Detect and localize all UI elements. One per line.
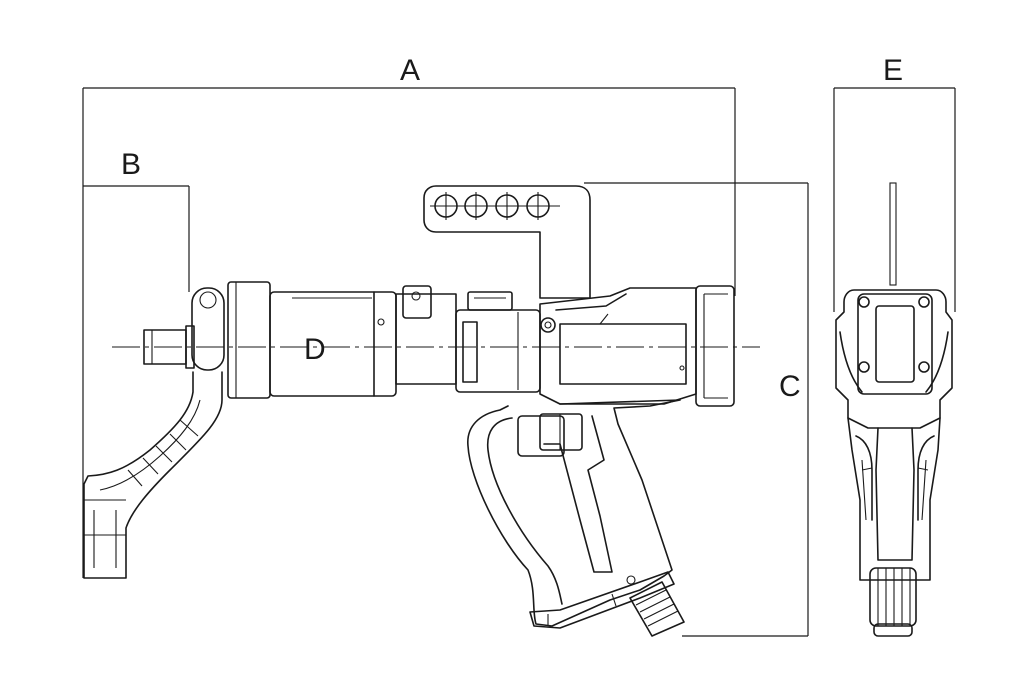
- square-drive: [143, 325, 195, 369]
- dimension-label-c: C: [779, 370, 801, 403]
- dimension-label-e: E: [883, 54, 903, 87]
- dimension-lines: [82, 87, 956, 637]
- reaction-arm: [83, 287, 225, 579]
- rear-cap: [695, 285, 735, 407]
- suspension-bracket: [423, 185, 591, 299]
- motor-housing: [539, 287, 697, 405]
- tool-side-view: [83, 185, 760, 637]
- tool-rear-view: [835, 182, 953, 637]
- motor-collar: [455, 291, 541, 393]
- dimension-label-b: B: [121, 148, 141, 181]
- gearbox-head: [227, 281, 457, 399]
- pistol-grip: [467, 399, 685, 637]
- dimension-label-a: A: [400, 54, 420, 87]
- dimension-label-d: D: [304, 333, 326, 366]
- gearbox-latch: [402, 285, 432, 319]
